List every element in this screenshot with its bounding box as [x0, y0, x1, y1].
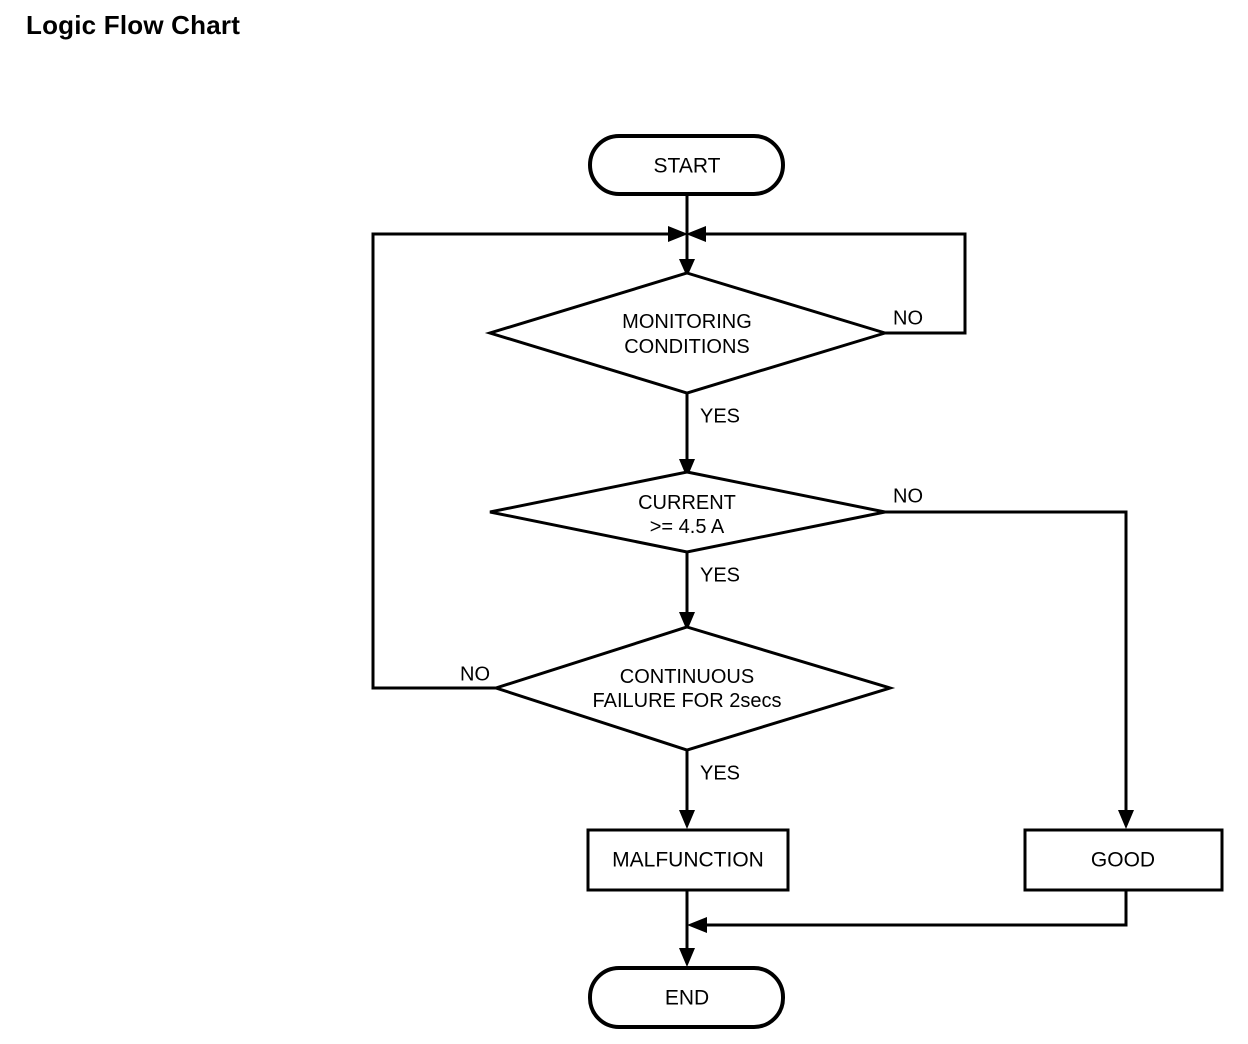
monitoring-label-line1: MONITORING — [622, 311, 752, 333]
edge-continuous-no-loopback — [371, 226, 688, 690]
edge-continuous-yes-to-malfunction — [679, 750, 695, 829]
edge-start-to-monitoring — [679, 194, 695, 277]
edge-malfunction-to-end — [679, 890, 695, 967]
arrowhead-down — [679, 259, 695, 277]
malfunction-label: MALFUNCTION — [612, 849, 764, 872]
edge-monitoring-yes — [679, 393, 695, 478]
arrowhead-right — [668, 226, 688, 242]
monitoring-label-line2: CONDITIONS — [624, 336, 750, 358]
current-label-line1: CURRENT — [638, 492, 736, 514]
node-current-threshold[interactable]: CURRENT >= 4.5 A — [489, 470, 886, 554]
node-monitoring-conditions[interactable]: MONITORING CONDITIONS — [484, 271, 891, 395]
arrowhead-left — [686, 226, 706, 242]
good-label: GOOD — [1091, 849, 1155, 872]
arrowhead-down — [679, 459, 695, 478]
good-shape — [1023, 828, 1224, 892]
node-start[interactable]: START — [588, 134, 785, 196]
continuous-diamond-shape — [491, 625, 896, 752]
node-continuous-failure[interactable]: CONTINUOUS FAILURE FOR 2secs — [491, 625, 896, 752]
edge-label-continuous-yes: YES — [700, 762, 740, 784]
monitoring-diamond-shape — [484, 271, 891, 395]
end-label: END — [665, 987, 709, 1010]
edge-label-monitoring-no: NO — [893, 307, 923, 329]
current-label-line2: >= 4.5 A — [650, 516, 725, 538]
arrowhead-left — [687, 917, 707, 933]
arrowhead-down — [679, 948, 695, 967]
continuous-label-line1: CONTINUOUS — [620, 666, 754, 688]
start-shape — [588, 134, 785, 196]
end-shape — [588, 966, 785, 1029]
edge-current-no-to-good — [885, 510, 1134, 829]
arrowhead-down — [679, 612, 695, 631]
page-title: Logic Flow Chart — [26, 10, 241, 40]
edge-label-continuous-no: NO — [460, 663, 490, 685]
malfunction-shape — [586, 828, 790, 892]
edge-good-to-end — [687, 890, 1128, 933]
edge-label-current-yes: YES — [700, 564, 740, 586]
node-malfunction[interactable]: MALFUNCTION — [586, 828, 790, 892]
node-good[interactable]: GOOD — [1023, 828, 1224, 892]
node-end[interactable]: END — [588, 966, 785, 1029]
edge-label-current-no: NO — [893, 485, 923, 507]
continuous-label-line2: FAILURE FOR 2secs — [593, 690, 782, 712]
edge-label-monitoring-yes: YES — [700, 405, 740, 427]
current-diamond-shape — [489, 470, 886, 554]
start-label: START — [654, 155, 721, 178]
edge-current-yes — [679, 552, 695, 631]
arrowhead-down — [679, 810, 695, 829]
edge-monitoring-no-loopback — [686, 226, 967, 335]
arrowhead-down — [1118, 810, 1134, 829]
